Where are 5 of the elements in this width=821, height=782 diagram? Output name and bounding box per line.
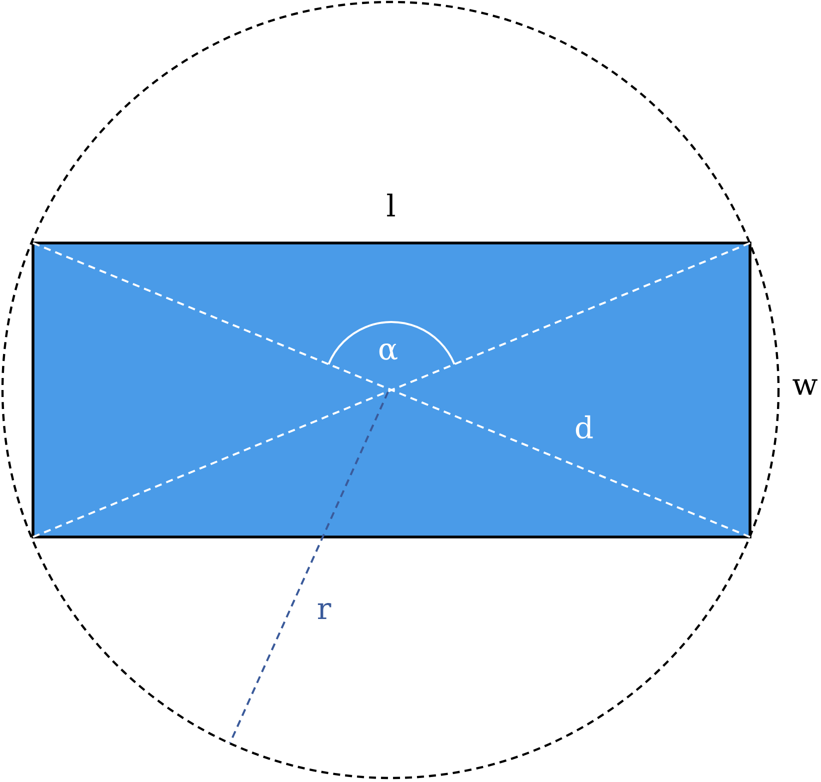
dimension-label: w — [792, 379, 818, 395]
dimension-label: l — [387, 194, 395, 216]
dimension-label: d — [576, 415, 593, 439]
dimension-label: α — [379, 344, 398, 360]
dimension-label: r — [318, 603, 332, 619]
